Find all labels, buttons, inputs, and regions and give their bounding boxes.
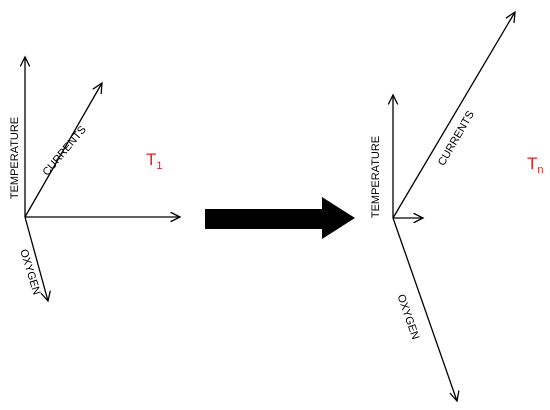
left-oxygen-arrowhead	[40, 290, 51, 303]
right-state-subscript: n	[537, 164, 543, 176]
left-state-base: T	[146, 150, 156, 169]
right-temperature-arrowhead	[387, 93, 399, 105]
left-temperature-label: TEMPERATURE	[9, 117, 21, 199]
left-currents-label: CURRENTS	[40, 124, 88, 179]
left-oxygen-axis	[24, 216, 49, 302]
block-arrow-right-icon	[205, 197, 355, 239]
left-currents-arrowhead	[92, 81, 103, 95]
right-oxygen-axis	[392, 217, 458, 402]
right-temperature-label: TEMPERATURE	[370, 136, 382, 218]
left-oxygen-label: OXYGEN	[17, 248, 42, 297]
left-axes-group: TEMPERATURE CURRENTS OXYGEN T1	[9, 55, 182, 303]
left-currents-axis	[24, 82, 103, 218]
right-axes-group: TEMPERATURE CURRENTS OXYGEN Tn	[370, 10, 544, 403]
right-state-base: T	[527, 154, 537, 173]
right-horizontal-arrowhead	[413, 212, 425, 224]
left-state-label: T1	[146, 150, 163, 172]
right-currents-label: CURRENTS	[436, 109, 477, 168]
left-temperature-arrowhead	[19, 55, 31, 67]
left-horizontal-arrowhead	[170, 211, 182, 223]
right-oxygen-arrowhead	[449, 390, 460, 403]
right-oxygen-label: OXYGEN	[394, 293, 421, 341]
left-state-subscript: 1	[156, 160, 162, 172]
right-currents-axis	[392, 11, 516, 219]
right-state-label: Tn	[527, 154, 544, 176]
right-currents-arrowhead	[505, 10, 516, 24]
